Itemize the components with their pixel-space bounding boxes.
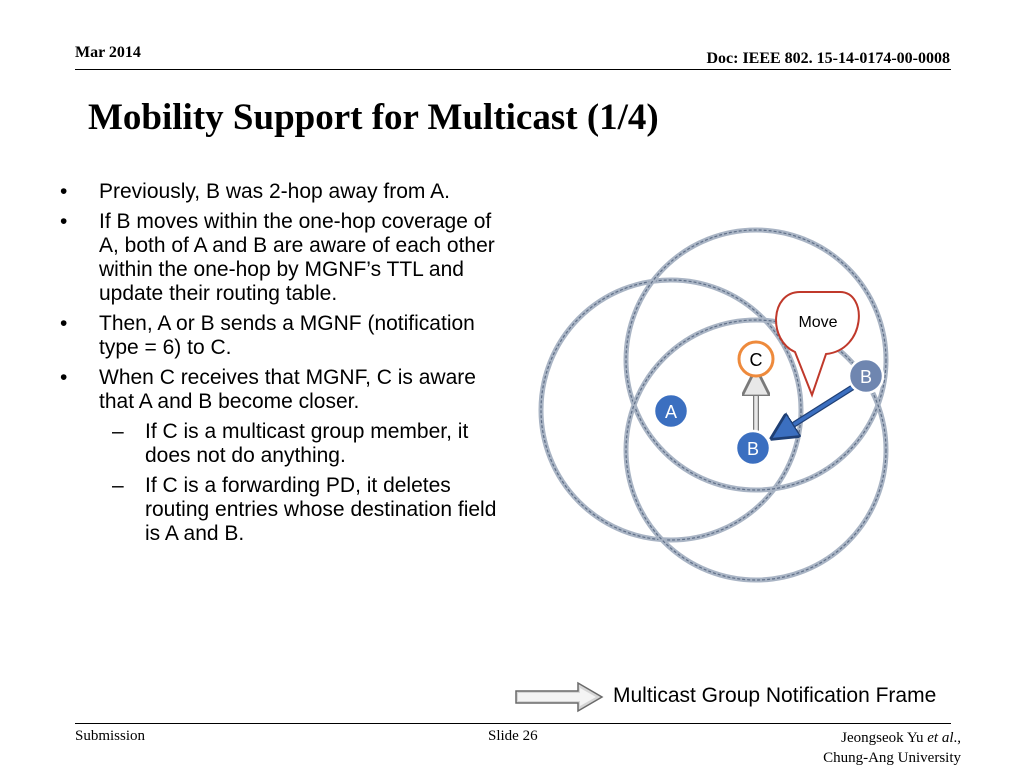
sub-bullet-item: – If C is a multicast group member, it d…: [60, 420, 505, 468]
header-doc-id: Doc: IEEE 802. 15-14-0174-00-0008: [706, 50, 950, 67]
slide-title: Mobility Support for Multicast (1/4): [88, 97, 659, 138]
coverage-circle-c-edge: [625, 229, 887, 491]
bullet-list: • Previously, B was 2-hop away from A. •…: [60, 180, 505, 552]
bullet-marker: •: [60, 210, 68, 233]
bullet-text: Previously, B was 2-hop away from A.: [99, 180, 450, 203]
move-callout: Move: [775, 291, 860, 398]
bullet-text: When C receives that MGNF, C is aware th…: [99, 366, 476, 413]
sub-bullet-marker: –: [112, 420, 124, 443]
coverage-circles: [538, 227, 889, 583]
move-arrow: [782, 382, 859, 432]
sub-bullet-item: – If C is a forwarding PD, it deletes ro…: [60, 474, 505, 546]
node-b-new-label: B: [747, 439, 759, 459]
header-rule: [75, 69, 951, 70]
footer-rule: [75, 723, 951, 724]
footer-submission: Submission: [75, 728, 146, 744]
header-date: Mar 2014: [75, 44, 141, 61]
bullet-marker: •: [60, 180, 68, 203]
bullet-item: • Previously, B was 2-hop away from A.: [60, 180, 505, 204]
coverage-circle-a-edge: [540, 279, 802, 541]
footer-university: Chung-Ang University: [823, 750, 961, 766]
sub-bullet-marker: –: [112, 474, 124, 497]
legend-label: Multicast Group Notification Frame: [613, 684, 937, 707]
footer-author-etal: et al: [927, 730, 954, 746]
node-b-old-position: B: [847, 357, 885, 395]
bullet-marker: •: [60, 366, 68, 389]
bullet-text: If B moves within the one-hop coverage o…: [99, 210, 495, 305]
footer-slide-number: Slide 26: [488, 728, 538, 744]
node-a: A: [652, 392, 690, 430]
move-callout-label: Move: [798, 314, 837, 331]
bullet-text: Then, A or B sends a MGNF (notification …: [99, 312, 475, 359]
sub-bullet-text: If C is a multicast group member, it doe…: [145, 420, 469, 467]
sub-bullet-text: If C is a forwarding PD, it deletes rout…: [145, 474, 497, 545]
bullet-item: • When C receives that MGNF, C is aware …: [60, 366, 505, 414]
node-c-label: C: [750, 350, 763, 370]
bullet-item: • Then, A or B sends a MGNF (notificatio…: [60, 312, 505, 360]
node-b-new-position: B: [734, 429, 772, 467]
footer-author: Jeongseok Yu et al.,: [823, 728, 961, 748]
node-c: C: [737, 340, 775, 378]
coverage-diagram: Move C A B B: [538, 227, 889, 583]
footer-author-name: Jeongseok Yu: [841, 730, 924, 746]
bullet-marker: •: [60, 312, 68, 335]
coverage-circle-b-edge: [625, 319, 887, 581]
node-a-label: A: [665, 402, 677, 422]
node-b-old-label: B: [860, 367, 872, 387]
footer-author-block: Jeongseok Yu et al., Chung-Ang Universit…: [823, 728, 961, 768]
bullet-item: • If B moves within the one-hop coverage…: [60, 210, 505, 306]
legend-arrow-icon: [515, 681, 604, 713]
footer-author-punct: .,: [953, 730, 962, 746]
